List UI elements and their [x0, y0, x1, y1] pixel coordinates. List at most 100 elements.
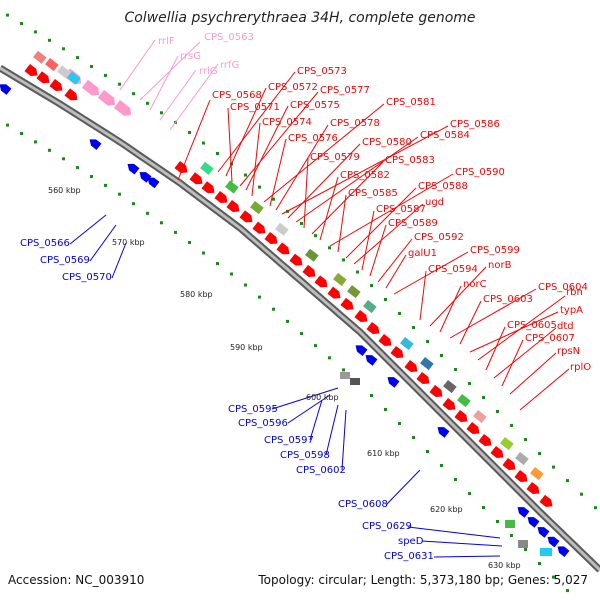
- gc-dot-inner: [314, 344, 317, 348]
- gc-dot-inner: [20, 132, 23, 135]
- forward-gene-label: rpsN: [557, 346, 580, 357]
- kbp-tick-label: 560 kbp: [48, 186, 81, 195]
- feature-box: [305, 248, 319, 262]
- gc-dot-inner: [370, 394, 373, 397]
- reverse-gene-arrow: [437, 427, 450, 438]
- forward-gene-label: ugd: [425, 197, 444, 208]
- rrna-arrow: [113, 100, 132, 116]
- gc-dot-inner: [202, 251, 205, 255]
- gc-dot-inner: [90, 175, 93, 178]
- map-title: Colwellia psychrerythraea 34H, complete …: [124, 10, 476, 26]
- gc-dot-inner: [426, 450, 429, 453]
- leader-line: [309, 399, 323, 441]
- forward-gene-label: CPS_0584: [420, 130, 470, 141]
- reverse-gene-label: CPS_0598: [280, 450, 330, 461]
- accession-text: Accession: NC_003910: [8, 573, 145, 587]
- leader-line: [385, 254, 407, 289]
- rrna-arrow: [81, 79, 100, 96]
- feature-box: [57, 65, 71, 79]
- forward-gene-arrow: [36, 71, 50, 84]
- gc-dot-outer: [342, 258, 345, 262]
- reverse-gene-arrow: [355, 345, 368, 356]
- forward-gene-arrow: [539, 494, 553, 507]
- leader-line: [341, 409, 347, 471]
- forward-gene-label: galU1: [408, 248, 437, 259]
- forward-gene-arrow: [378, 334, 392, 347]
- forward-gene-arrow: [404, 360, 418, 373]
- feature-box: [420, 357, 434, 371]
- feature-box: [540, 548, 552, 556]
- forward-gene-arrow: [189, 172, 203, 185]
- gc-dot-outer: [412, 326, 415, 329]
- gc-dot-inner: [482, 506, 485, 509]
- feature-box: [443, 379, 457, 394]
- leader-line: [169, 63, 219, 131]
- leader-line: [325, 404, 339, 456]
- forward-gene-label: CPS_0580: [362, 137, 412, 148]
- kbp-tick-label: 620 kbp: [430, 505, 463, 514]
- gc-dot-inner: [468, 492, 471, 495]
- reverse-gene-arrow: [537, 527, 550, 538]
- forward-gene-arrow: [276, 242, 290, 255]
- forward-gene-label: CPS_0592: [414, 232, 464, 243]
- forward-gene-label: CPS_0582: [340, 170, 390, 181]
- feature-box: [530, 467, 544, 481]
- leader-line: [459, 300, 482, 345]
- rna-label: CPS_0563: [204, 32, 254, 43]
- reverse-gene-label: CPS_0602: [296, 465, 346, 476]
- gc-dot-inner: [118, 192, 121, 196]
- forward-gene-arrow: [502, 458, 516, 471]
- leader-line: [469, 311, 559, 353]
- gc-dot-outer: [20, 22, 23, 25]
- forward-gene-arrow: [429, 385, 443, 398]
- feature-box: [275, 222, 289, 236]
- forward-gene-arrow: [466, 422, 480, 435]
- leader-line: [281, 125, 449, 215]
- gc-dot-outer: [34, 30, 37, 34]
- leader-line: [449, 288, 537, 339]
- forward-gene-arrow: [416, 372, 430, 385]
- forward-gene-arrow: [442, 398, 456, 411]
- leader-line: [303, 157, 309, 229]
- label-leader-lines: [69, 39, 570, 558]
- feature-box: [45, 58, 59, 72]
- forward-gene-arrow: [174, 161, 188, 174]
- gc-dot-inner: [244, 283, 247, 287]
- forward-gene-label: norC: [463, 279, 487, 290]
- forward-gene-arrow: [214, 191, 228, 204]
- forward-gene-arrow: [201, 181, 215, 194]
- forward-gene-label: CPS_0589: [388, 218, 438, 229]
- reverse-gene-arrow: [127, 163, 140, 175]
- forward-gene-label: CPS_0573: [297, 66, 347, 77]
- gc-dot-inner: [398, 422, 401, 425]
- feature-box: [363, 300, 377, 314]
- leader-line: [477, 295, 566, 361]
- gc-dot-outer: [524, 438, 527, 441]
- forward-gene-arrow: [49, 79, 63, 92]
- leader-line: [119, 39, 156, 91]
- forward-gene-arrow: [340, 297, 354, 310]
- gc-dot-outer: [62, 47, 65, 51]
- forward-gene-label: CPS_0604: [538, 282, 588, 293]
- leader-line: [319, 176, 339, 241]
- leader-line: [89, 224, 117, 262]
- reverse-gene-label: CPS_0597: [264, 435, 314, 446]
- gc-dot-outer: [426, 340, 429, 343]
- reverse-gene-label: CPS_0566: [20, 238, 70, 249]
- leader-line: [225, 87, 267, 177]
- leader-line: [439, 285, 462, 333]
- forward-gene-arrow: [327, 286, 341, 299]
- gc-dot-inner: [510, 534, 513, 537]
- forward-gene-arrow: [526, 482, 540, 495]
- leader-line: [421, 540, 503, 547]
- gc-dot-outer: [76, 56, 79, 60]
- feature-box: [515, 451, 529, 466]
- feature-box: [400, 336, 414, 351]
- leader-line: [433, 555, 501, 558]
- backbone-inner: [0, 66, 600, 572]
- gc-dot-outer: [118, 82, 121, 86]
- forward-gene-arrow: [478, 434, 492, 447]
- leader-line: [275, 124, 329, 211]
- feature-box: [225, 180, 239, 194]
